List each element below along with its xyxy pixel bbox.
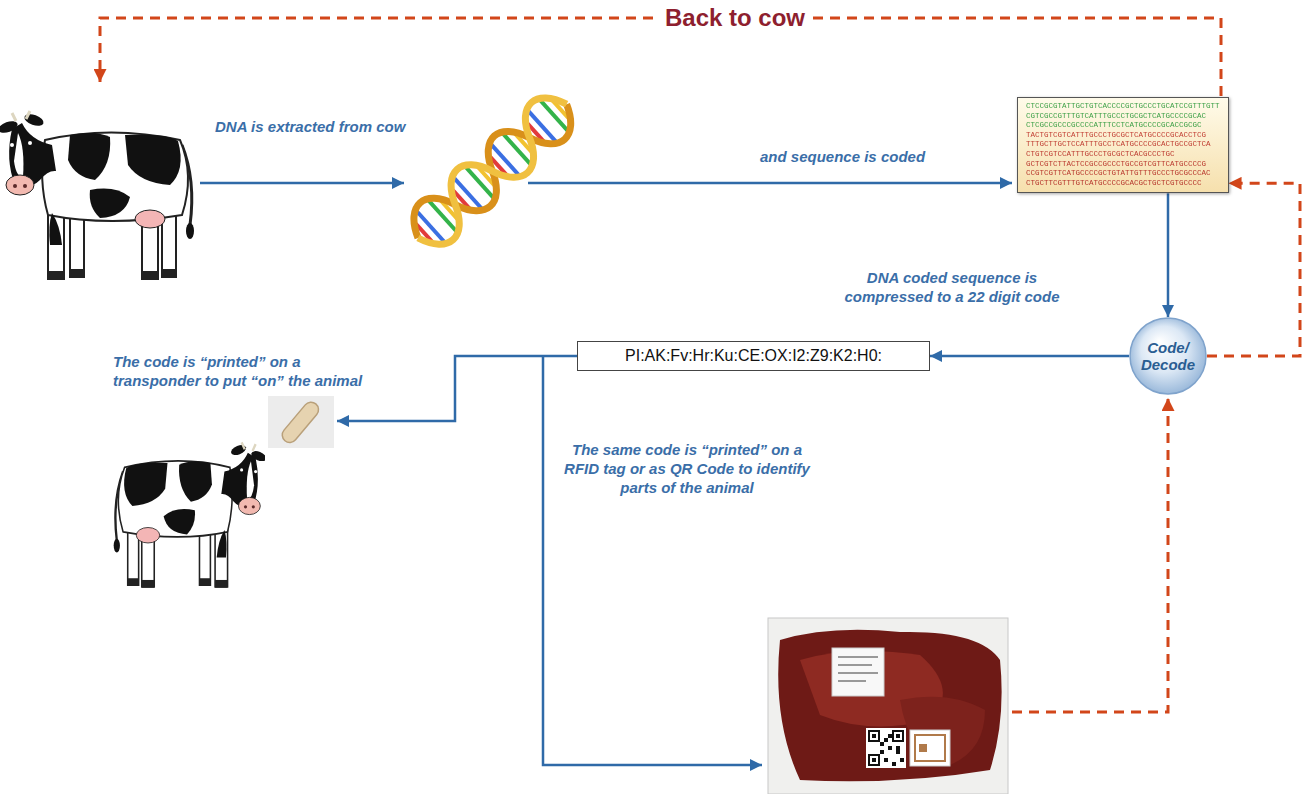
transponder-capsule [279,399,321,445]
circle-shape [1130,318,1206,394]
qr-module [884,738,888,742]
qr-module [888,734,892,738]
step-label: The same code is “printed” on a RFID tag… [556,440,818,497]
flow-arrow [200,182,404,185]
qr-finder [896,734,900,738]
rfid-chip [919,744,927,752]
rfid-ground [910,730,950,766]
code-box: PI:AK:Fv:Hr:Ku:CE:OX:I2:Z9:K2:H0: [577,341,930,371]
step-label: DNA is extracted from cow [215,117,405,136]
qr-finder [868,754,880,766]
step-label: The code is “printed” on a transponder t… [113,352,378,390]
rfid-antenna [915,735,945,761]
cow-illustration [0,111,194,280]
qr-module [896,746,900,750]
qr-module [900,758,904,762]
meat-cut [778,630,1001,781]
package-label [832,648,884,696]
sequence-box: CTCCGCGTATTGCTGTCACCCCGCTGCCCTGCATCCGTTT… [1017,97,1229,193]
qr-module [896,750,900,754]
dna-strand [401,86,583,257]
qr-finder [872,758,876,762]
dna-helix [401,86,583,257]
node-label: Code/ Decode [1141,339,1195,373]
cow-illustration [114,442,268,587]
decode-arrow [1012,398,1168,712]
qr-module [880,750,884,754]
dna-strand [401,86,583,257]
qr-module [892,762,896,766]
flow-arrow [337,356,577,421]
label-line [838,656,878,658]
flow-arrow [1167,193,1170,317]
qr-finder [892,730,904,742]
step-label: and sequence is coded [760,147,925,166]
qr-finder [868,730,880,742]
qr-module [888,746,892,750]
package-tray [768,618,1008,794]
flow-arrow [543,356,762,765]
rfid-tag [910,730,950,766]
back-to-cow-label: Back to cow [657,4,813,32]
label-line [838,680,866,682]
meat-highlight [900,697,985,765]
qr-finder [870,732,878,740]
label-line [838,672,878,674]
qr-finder [870,756,878,764]
qr-module [884,758,888,762]
flow-arrow [930,355,1129,358]
edge-label: DNA coded sequence is compressed to a 22… [826,268,1078,306]
qr-code [866,728,906,768]
qr-ground [866,728,906,768]
qr-module [880,742,884,746]
dashed-return-arrow [1207,183,1300,356]
transponder [268,396,334,448]
qr-finder [872,734,876,738]
sequence-text: CTCCGCGTATTGCTGTCACCCCGCTGCCCTGCATCCGTTT… [1026,102,1220,188]
code-text: PI:AK:Fv:Hr:Ku:CE:OX:I2:Z9:K2:H0: [586,347,921,365]
meat-package [768,618,1008,794]
qr-finder [894,732,902,740]
label-line [838,664,872,666]
flow-arrow [528,182,1012,185]
code-decode-circle: Code/ Decode [1129,317,1207,395]
transponder-backdrop [268,396,334,448]
